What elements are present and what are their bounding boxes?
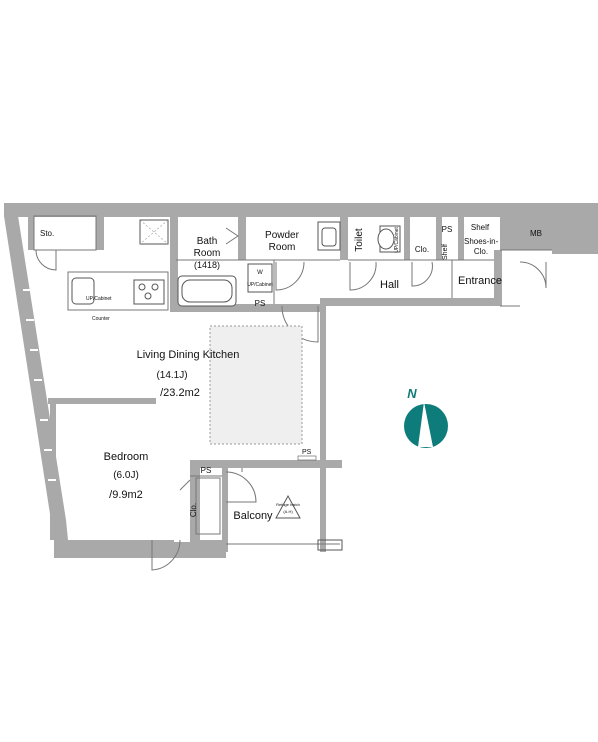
label-ldk-size: (14.1J) [156,370,187,381]
labels: Sto. Bath Room (1418) Powder Room Toilet… [40,223,542,522]
fixtures [71,219,401,551]
label-bedroom-area: /9.9m2 [109,489,143,501]
label-bath-room-2: Room [194,248,221,259]
label-balcony: Balcony [233,510,273,522]
label-powder-room-2: Room [269,242,296,253]
label-ldk-area: /23.2m2 [160,387,200,399]
label-counter: Counter [92,316,110,322]
label-storage: Sto. [40,229,54,238]
label-shoes-in: Shoes-in- [464,237,499,246]
label-powder-room: Powder [265,230,300,241]
label-ps-balcony: PS [302,449,312,456]
label-shelf-vertical: Shelf [442,244,449,260]
label-washer: W [257,270,263,276]
windows [23,289,56,481]
label-shelf: Shelf [471,223,490,232]
label-closet-hall: Clo. [415,245,429,254]
label-bedroom: Bedroom [104,451,149,463]
walls [4,203,598,558]
label-entrance: Entrance [458,275,502,287]
label-mb: MB [530,229,542,238]
north-compass-icon: N [404,386,448,448]
label-bedroom-size: (6.0J) [113,470,139,481]
door-swings [35,227,547,571]
label-ps-bedroom: PS [201,466,212,475]
label-refuge-hatch-2: (A.H) [283,509,293,514]
label-bath-room: Bath [197,236,218,247]
label-ldk: Living Dining Kitchen [137,349,240,361]
label-kitchen-cabinet: UP/Cabinet [86,296,112,302]
label-hall: Hall [380,279,399,291]
ldk-dotted-area [209,325,303,445]
label-shoes-in-2: Clo. [474,247,488,256]
label-bath-room-size: (1418) [194,260,220,270]
label-ps-powder: PS [255,299,266,308]
label-closet-bedroom: Clo. [189,503,198,517]
label-powder-cabinet: UP/Cabinet [247,282,273,288]
label-toilet-cabinet: UP/Cabinet [394,227,400,253]
interior-lines [33,215,552,545]
label-toilet: Toilet [354,228,365,252]
compass-label: N [407,386,417,401]
label-ps-hall: PS [442,225,453,234]
label-refuge-hatch: Refuge hatch [276,502,300,507]
